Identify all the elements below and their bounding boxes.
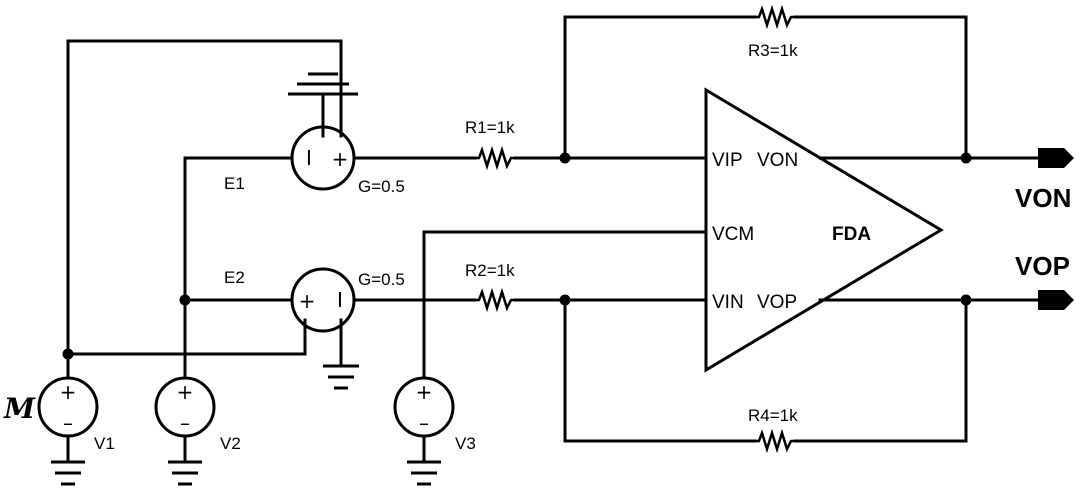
junction-dot	[960, 294, 972, 306]
e2-label: E2	[224, 268, 245, 287]
wire-fb-bot-right	[793, 298, 968, 443]
pin-vin-label: VIN	[712, 292, 744, 313]
output-ports	[1038, 148, 1074, 310]
pin-vip-label: VIP	[712, 150, 743, 171]
ground-symbols	[51, 72, 441, 486]
source-marker-label: M	[3, 392, 36, 425]
r4-label: R4=1k	[748, 406, 798, 425]
r2-label: R2=1k	[465, 261, 515, 280]
e2-minus-sign: I	[337, 288, 343, 312]
v3-plus-sign: +	[416, 380, 433, 404]
wires	[66, 15, 1042, 464]
v2-label: V2	[220, 434, 241, 453]
e2-gain-label: G=0.5	[358, 270, 405, 289]
fda-label: FDA	[832, 224, 871, 245]
wire-v1-to-e2	[66, 318, 307, 356]
pin-von-label: VON	[757, 150, 798, 171]
v1-label: V1	[94, 434, 115, 453]
resistor-r1	[475, 145, 515, 171]
source-v1	[37, 376, 99, 438]
v2-minus-sign: –	[180, 411, 190, 435]
e1-label: E1	[224, 174, 245, 193]
resistor-r2	[475, 287, 515, 313]
resistor-r4	[755, 428, 795, 454]
source-v2	[154, 376, 216, 438]
pin-vop-label: VOP	[757, 292, 797, 313]
source-v3	[393, 376, 455, 438]
ground-icon	[51, 460, 85, 486]
pin-vcm-label: VCM	[712, 224, 754, 245]
port-vop-arrow-icon	[1038, 290, 1074, 310]
source-e2	[290, 267, 356, 333]
voltage-sources	[37, 376, 455, 438]
v3-label: V3	[455, 434, 476, 453]
wire-v3-vcm	[422, 230, 708, 378]
v1-minus-sign: –	[63, 411, 73, 435]
e1-plus-sign: +	[332, 147, 349, 171]
resistor-r3	[755, 4, 795, 30]
wire-fb-top-left	[563, 15, 757, 160]
e1-gain-label: G=0.5	[358, 177, 405, 196]
junction-dot	[960, 152, 972, 164]
wire-fb-bot-left	[563, 298, 757, 443]
source-e1	[290, 125, 356, 191]
output-von-label: VON	[1015, 183, 1071, 213]
output-vop-label: VOP	[1015, 251, 1070, 281]
junctions	[62, 152, 972, 360]
e1-minus-sign: I	[306, 146, 312, 170]
wire-v1-to-e1	[66, 39, 343, 378]
junction-dot	[179, 294, 191, 306]
v3-minus-sign: –	[419, 411, 429, 435]
ground-icon	[168, 460, 202, 486]
fda-triangle	[704, 87, 944, 373]
port-von-arrow-icon	[1038, 148, 1074, 168]
e2-plus-sign: +	[299, 289, 316, 313]
junction-dot	[559, 294, 571, 306]
resistor-symbols	[475, 4, 795, 454]
r1-label: R1=1k	[465, 118, 515, 137]
junction-dot	[62, 348, 74, 360]
wire-fb-top-right	[793, 15, 968, 160]
ground-icon	[323, 364, 359, 390]
v1-plus-sign: +	[60, 380, 77, 404]
ground-icon	[288, 72, 358, 96]
junction-dot	[559, 152, 571, 164]
ground-icon	[407, 460, 441, 486]
v2-plus-sign: +	[177, 380, 194, 404]
r3-label: R3=1k	[748, 41, 798, 60]
controlled-sources	[290, 125, 356, 333]
